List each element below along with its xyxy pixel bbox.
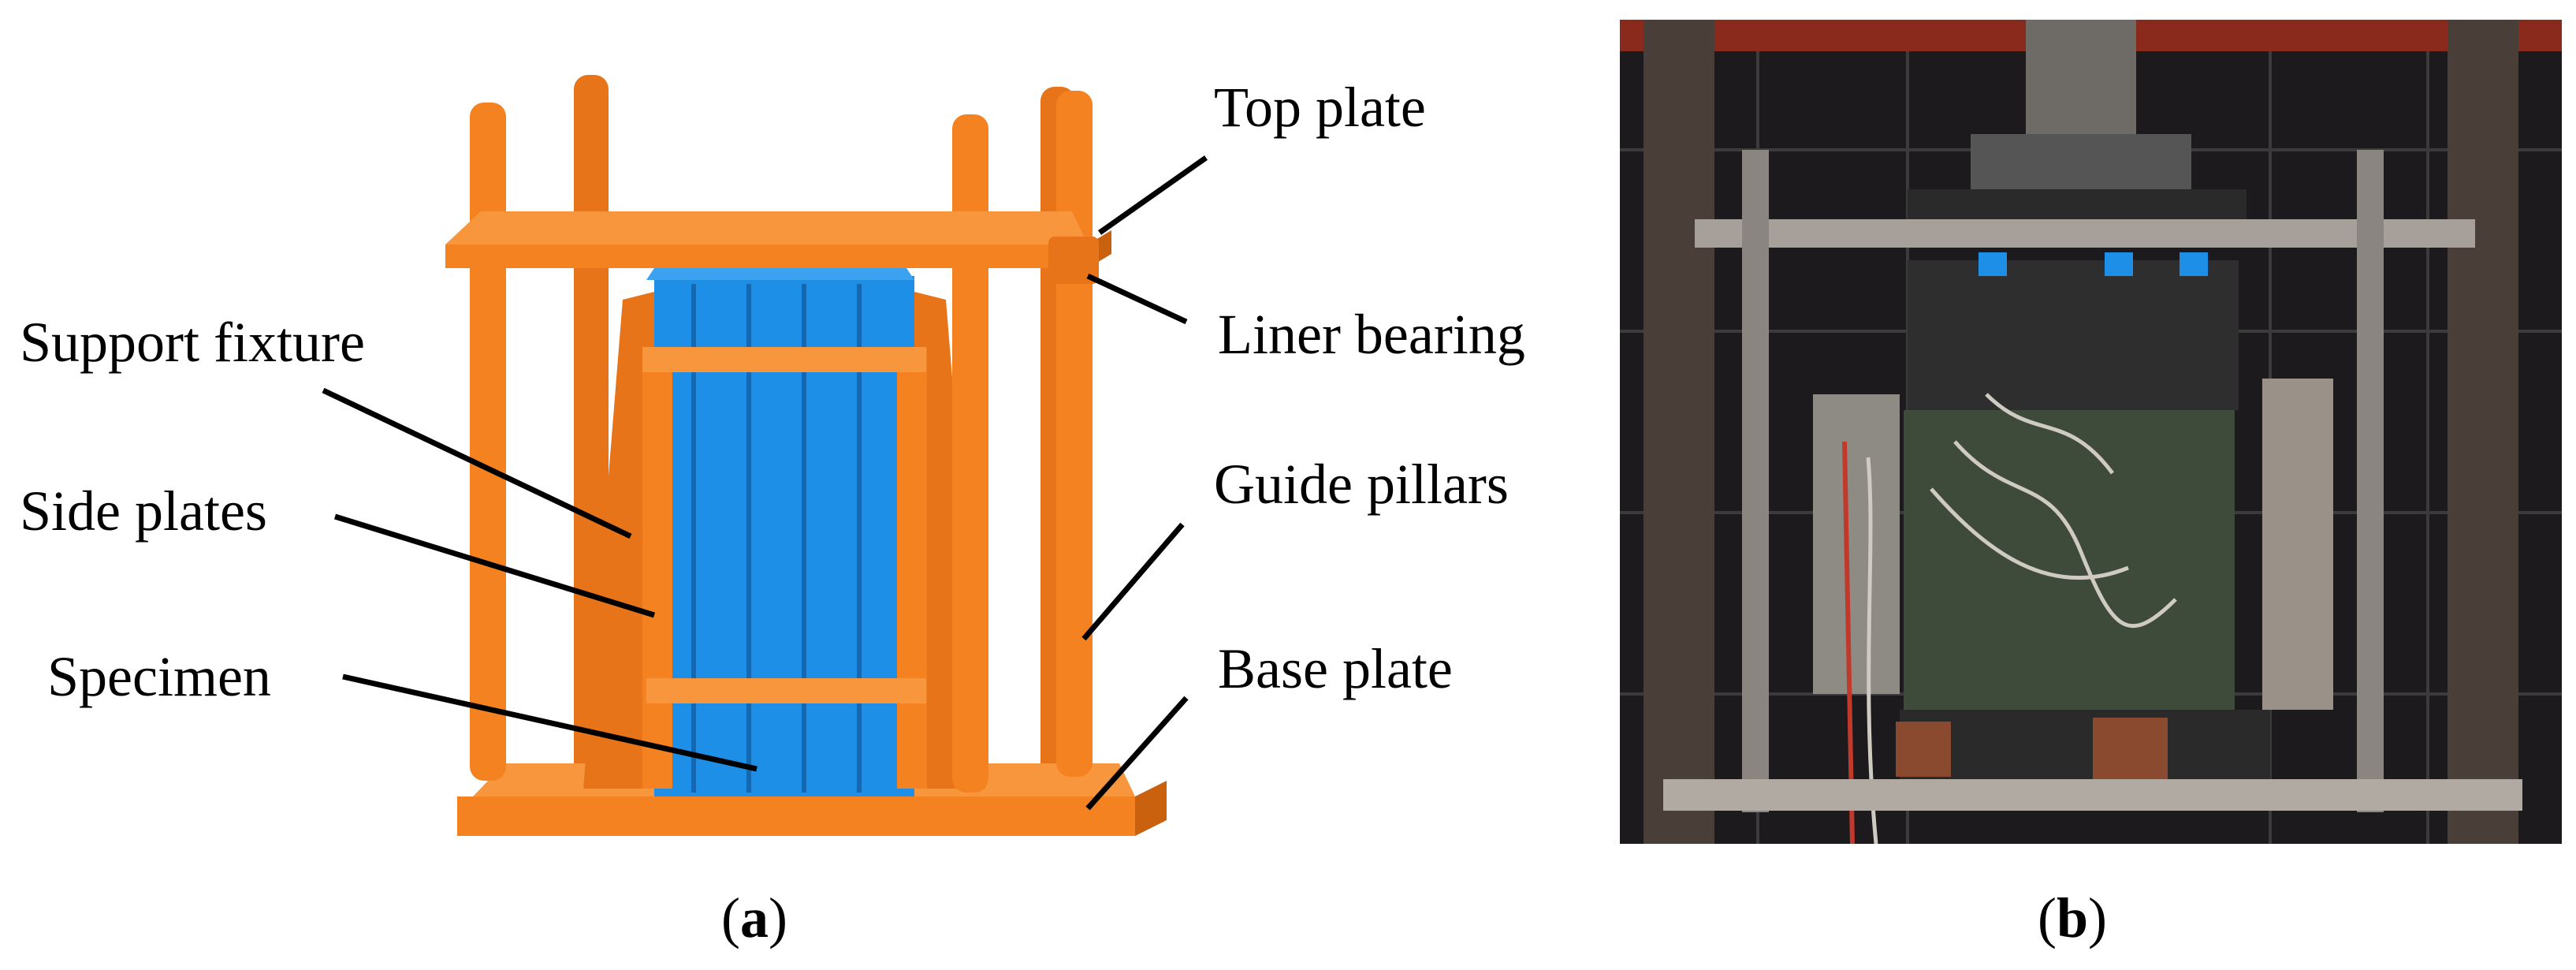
leader-top-plate	[1097, 155, 1208, 235]
cad-model-panel	[445, 75, 1167, 836]
label-side-plates: Side plates	[20, 479, 267, 543]
caption-b-letter: b	[2056, 886, 2089, 949]
top-plate	[445, 244, 1088, 268]
base-plate-side	[1135, 781, 1167, 836]
label-specimen: Specimen	[47, 645, 271, 708]
caption-a-letter: a	[739, 886, 769, 949]
guide-pillar-front-left	[470, 103, 506, 781]
leader-specimen	[342, 673, 758, 772]
leader-base-plate	[1085, 696, 1189, 811]
leader-liner-bearing	[1086, 273, 1188, 325]
label-base-plate: Base plate	[1218, 637, 1453, 700]
clamp-bar-upper	[642, 347, 926, 372]
clamp-bar-lower	[646, 678, 926, 703]
guide-pillar-front-right-a	[952, 114, 988, 793]
support-fixture-left	[583, 292, 654, 789]
base-plate	[457, 797, 1135, 836]
liner-bearing	[1048, 237, 1099, 284]
guide-pillar-front-right-b	[1056, 91, 1093, 777]
leader-lines	[322, 155, 1208, 811]
label-support-fixture: Support fixture	[20, 311, 365, 374]
test-rig-photo	[1620, 20, 2562, 845]
caption-a: (a)	[721, 886, 787, 949]
side-plate-left	[642, 347, 672, 789]
leader-support-fixture	[322, 387, 632, 539]
caption-b: (b)	[2038, 886, 2108, 949]
specimen	[646, 256, 914, 797]
top-plate-top	[445, 211, 1088, 244]
leader-guide-pillars	[1081, 522, 1185, 641]
leader-side-plates	[333, 513, 656, 618]
label-top-plate: Top plate	[1214, 76, 1426, 139]
label-guide-pillars: Guide pillars	[1214, 453, 1509, 516]
label-liner-bearing: Liner bearing	[1218, 303, 1525, 366]
side-plate-right	[897, 347, 927, 789]
